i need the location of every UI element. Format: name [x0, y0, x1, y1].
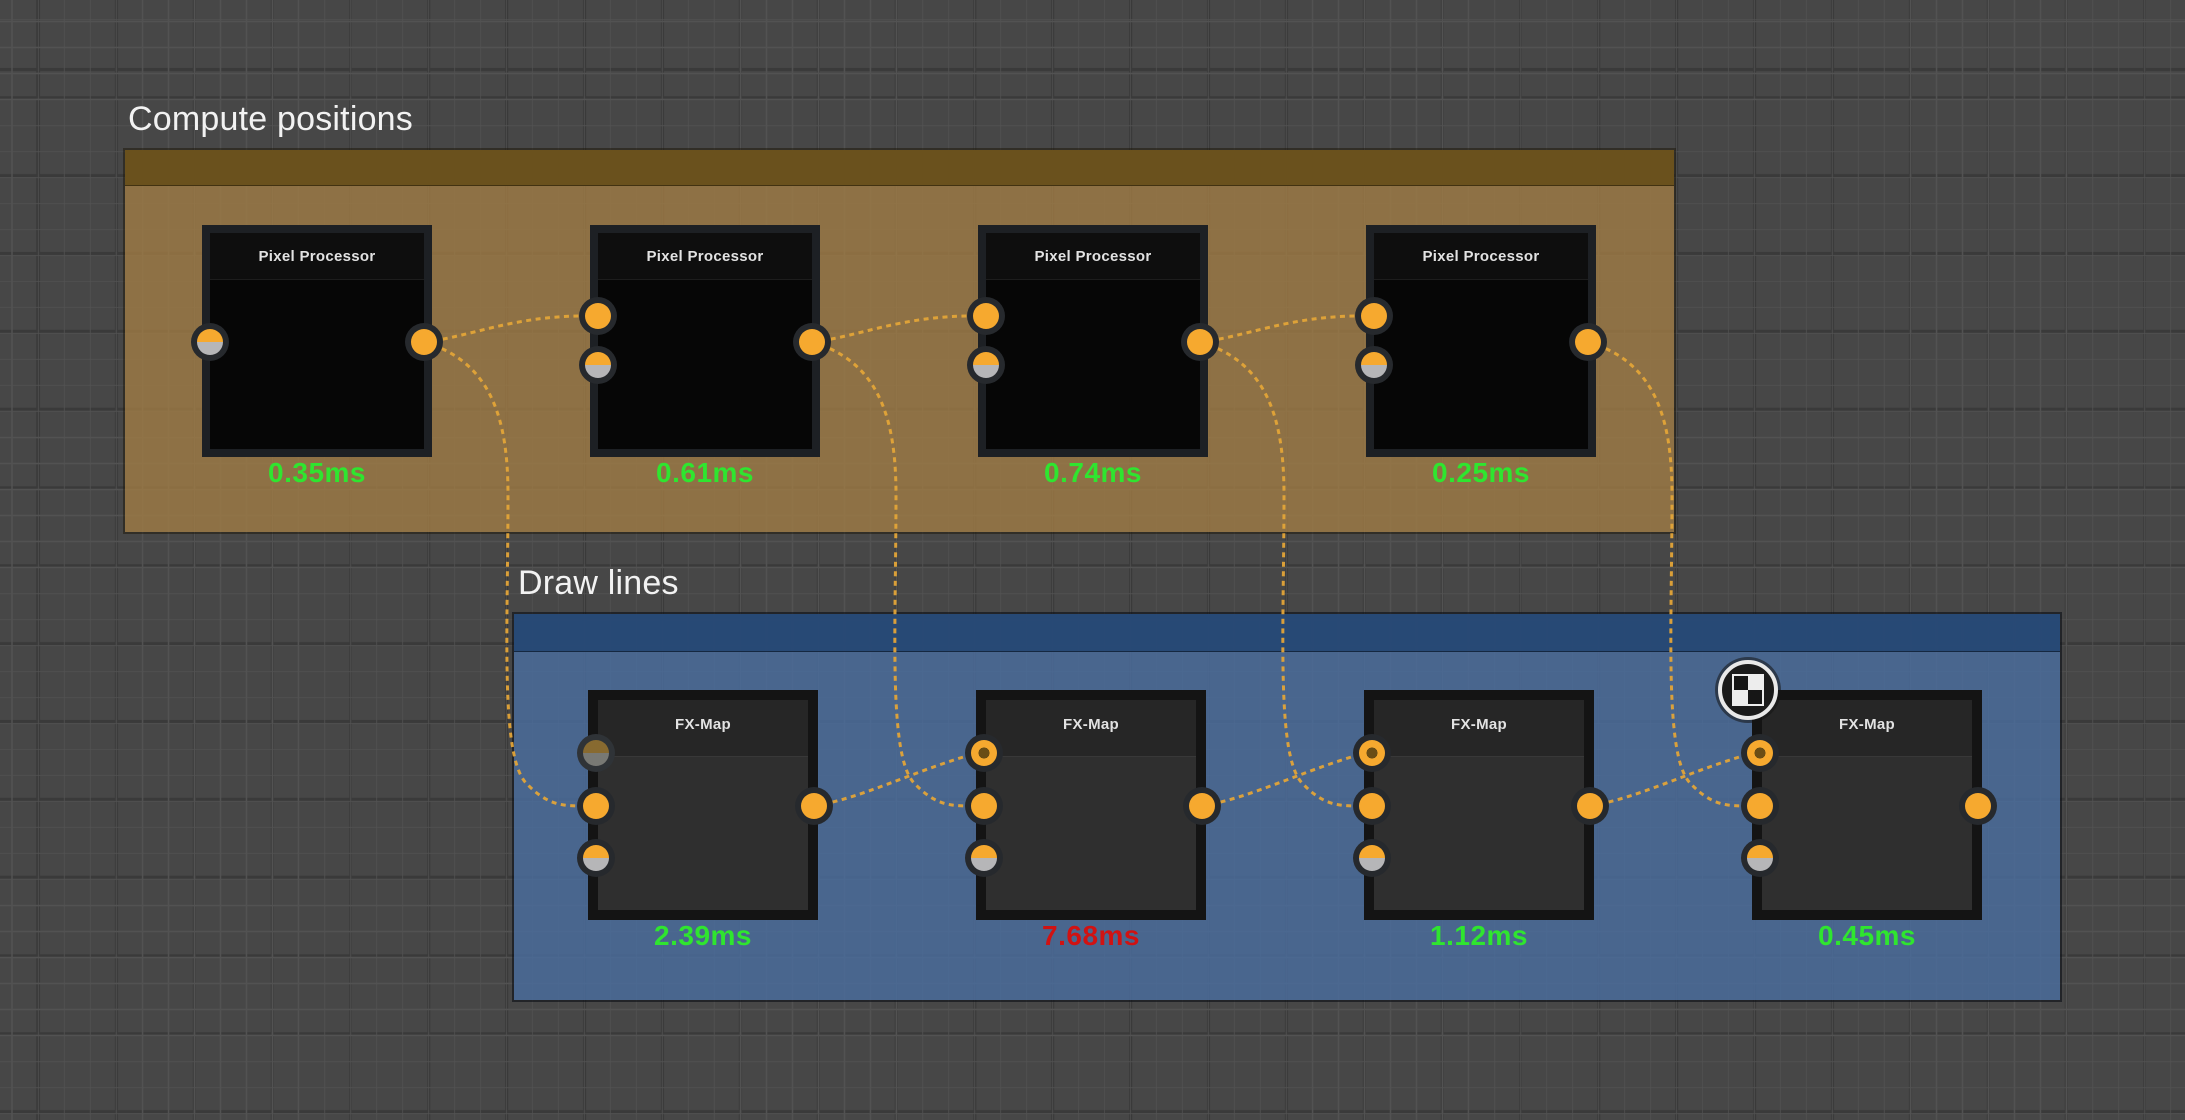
node-time-badge: 0.74ms: [1044, 457, 1142, 488]
port-input-fx1-1[interactable]: [577, 734, 615, 772]
frame-compute-header[interactable]: [125, 150, 1674, 186]
port-input-fx1-3[interactable]: [577, 839, 615, 877]
node-fx-map-2[interactable]: FX-Map: [976, 690, 1206, 920]
wire-fx2-fx3[interactable]: [1201, 753, 1359, 808]
port-input-fx2-3[interactable]: [965, 839, 1003, 877]
port-input-fx2-2[interactable]: [965, 787, 1003, 825]
node-time-badge: 1.12ms: [1430, 920, 1528, 951]
node-title: Pixel Processor: [646, 248, 764, 265]
wire-fx3-fx4[interactable]: [1589, 753, 1747, 808]
port-input-pp3-1[interactable]: [967, 297, 1005, 335]
wire-pp3-pp4[interactable]: [1199, 314, 1361, 344]
node-titlebar: [986, 700, 1196, 757]
node-pixel-processor-2[interactable]: Pixel Processor: [590, 225, 820, 457]
node-titlebar: [1762, 700, 1972, 757]
node-time-badge: 0.25ms: [1432, 457, 1530, 488]
port-input-fx3-3[interactable]: [1353, 839, 1391, 877]
port-output-fx1[interactable]: [795, 787, 833, 825]
port-output-fx4[interactable]: [1959, 787, 1997, 825]
port-input-pp4-2[interactable]: [1355, 346, 1393, 384]
size-override-badge[interactable]: [1718, 660, 1778, 720]
node-time-badge: 0.45ms: [1818, 920, 1916, 951]
node-pixel-processor-1[interactable]: Pixel Processor: [202, 225, 432, 457]
port-input-fx3-2[interactable]: [1353, 787, 1391, 825]
node-titlebar: [1374, 233, 1588, 280]
node-fx-map-1[interactable]: FX-Map: [588, 690, 818, 920]
node-fx-map-4[interactable]: FX-Map: [1752, 690, 1982, 920]
port-output-fx3[interactable]: [1571, 787, 1609, 825]
node-title: FX-Map: [1839, 716, 1895, 733]
node-title: FX-Map: [675, 716, 731, 733]
node-time-badge: 7.68ms: [1042, 920, 1140, 951]
port-input-fx2-1[interactable]: [965, 734, 1003, 772]
frame-draw-header[interactable]: [514, 614, 2060, 652]
port-input-pp2-2[interactable]: [579, 346, 617, 384]
port-output-pp4[interactable]: [1569, 323, 1607, 361]
port-input-fx4-1[interactable]: [1741, 734, 1779, 772]
node-titlebar: [598, 700, 808, 757]
node-titlebar: [598, 233, 812, 280]
node-time-badge: 0.35ms: [268, 457, 366, 488]
node-title: FX-Map: [1451, 716, 1507, 733]
node-title: FX-Map: [1063, 716, 1119, 733]
port-output-pp1[interactable]: [405, 323, 443, 361]
port-output-pp2[interactable]: [793, 323, 831, 361]
port-input-fx4-2[interactable]: [1741, 787, 1779, 825]
port-input-pp3-2[interactable]: [967, 346, 1005, 384]
wire-fx1-fx2[interactable]: [813, 753, 971, 808]
checkerboard-icon: [1732, 674, 1764, 706]
port-input-pp2-1[interactable]: [579, 297, 617, 335]
wire-pp4-fx4[interactable]: [1587, 340, 1747, 808]
node-titlebar: [1374, 700, 1584, 757]
node-title: Pixel Processor: [1422, 248, 1540, 265]
node-titlebar: [986, 233, 1200, 280]
wire-pp1-pp2[interactable]: [423, 314, 585, 344]
port-output-fx2[interactable]: [1183, 787, 1221, 825]
port-input-pp1-1[interactable]: [191, 323, 229, 361]
port-input-fx4-3[interactable]: [1741, 839, 1779, 877]
port-input-pp4-1[interactable]: [1355, 297, 1393, 335]
node-pixel-processor-4[interactable]: Pixel Processor: [1366, 225, 1596, 457]
wire-pp3-fx3[interactable]: [1199, 340, 1359, 808]
node-pixel-processor-3[interactable]: Pixel Processor: [978, 225, 1208, 457]
wire-pp1-fx1[interactable]: [423, 340, 583, 808]
node-time-badge: 2.39ms: [654, 920, 752, 951]
frame-title-compute-positions: Compute positions: [128, 100, 413, 138]
wire-pp2-fx2[interactable]: [811, 340, 971, 808]
port-input-fx1-2[interactable]: [577, 787, 615, 825]
frame-title-draw-lines: Draw lines: [518, 564, 679, 602]
node-time-badge: 0.61ms: [656, 457, 754, 488]
port-input-fx3-1[interactable]: [1353, 734, 1391, 772]
port-output-pp3[interactable]: [1181, 323, 1219, 361]
node-title: Pixel Processor: [1034, 248, 1152, 265]
node-title: Pixel Processor: [258, 248, 376, 265]
wire-pp2-pp3[interactable]: [811, 314, 973, 344]
node-fx-map-3[interactable]: FX-Map: [1364, 690, 1594, 920]
node-titlebar: [210, 233, 424, 280]
